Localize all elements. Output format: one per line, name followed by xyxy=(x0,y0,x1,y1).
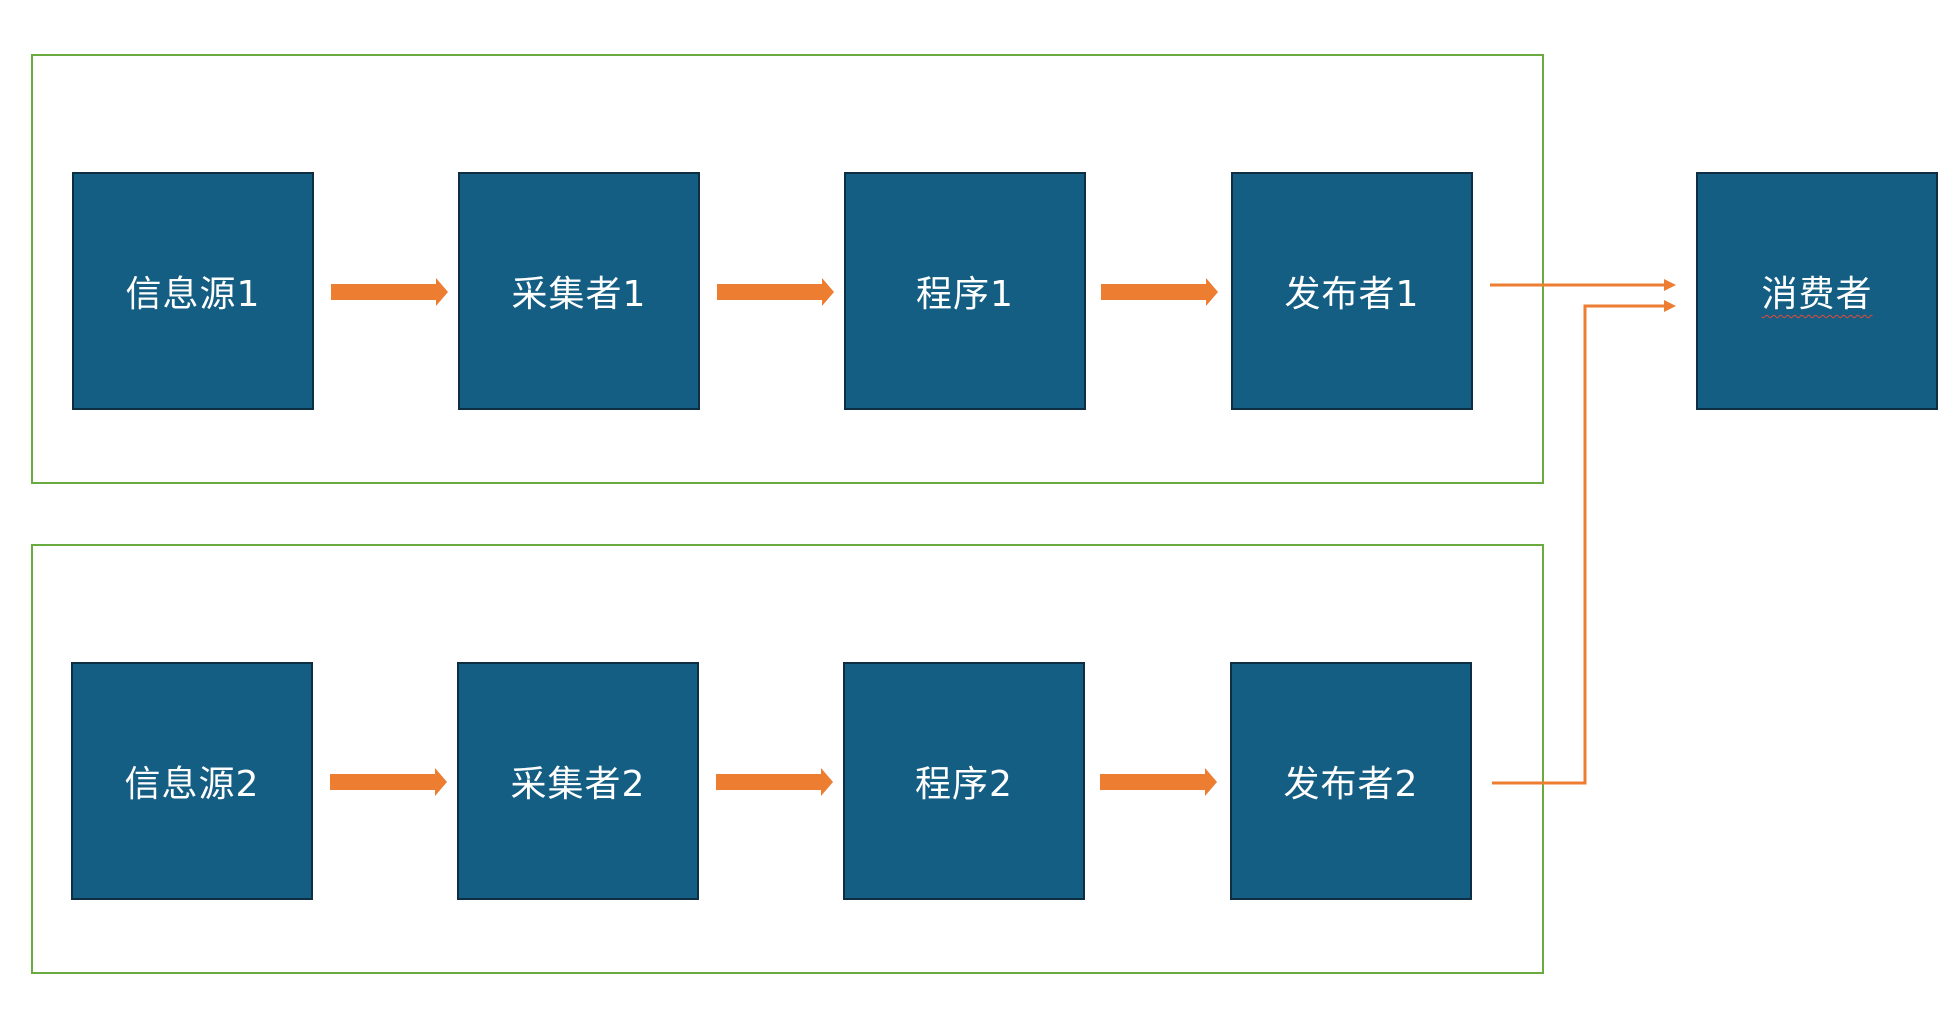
node-source-1-label: 信息源1 xyxy=(125,274,261,315)
node-source-1: 信息源1 xyxy=(72,172,314,410)
node-publisher-1: 发布者1 xyxy=(1231,172,1473,410)
node-source-2-label: 信息源2 xyxy=(124,764,260,805)
node-consumer-label: 消费者 xyxy=(1761,274,1873,315)
arrowhead-publisher1-to-consumer xyxy=(1664,279,1676,291)
node-source-2: 信息源2 xyxy=(71,662,313,900)
node-publisher-2-label: 发布者2 xyxy=(1283,764,1419,805)
node-collector-1: 采集者1 xyxy=(458,172,700,410)
node-consumer: 消费者 xyxy=(1696,172,1938,410)
arrowhead-publisher2-to-consumer xyxy=(1664,300,1676,312)
node-program-1: 程序1 xyxy=(844,172,1086,410)
pipeline-1-group xyxy=(31,54,1544,484)
node-collector-2-label: 采集者2 xyxy=(510,764,646,805)
node-collector-2: 采集者2 xyxy=(457,662,699,900)
node-publisher-1-label: 发布者1 xyxy=(1284,274,1420,315)
node-collector-1-label: 采集者1 xyxy=(511,274,647,315)
node-publisher-2: 发布者2 xyxy=(1230,662,1472,900)
node-program-1-label: 程序1 xyxy=(916,274,1014,315)
node-program-2: 程序2 xyxy=(843,662,1085,900)
node-program-2-label: 程序2 xyxy=(915,764,1013,805)
